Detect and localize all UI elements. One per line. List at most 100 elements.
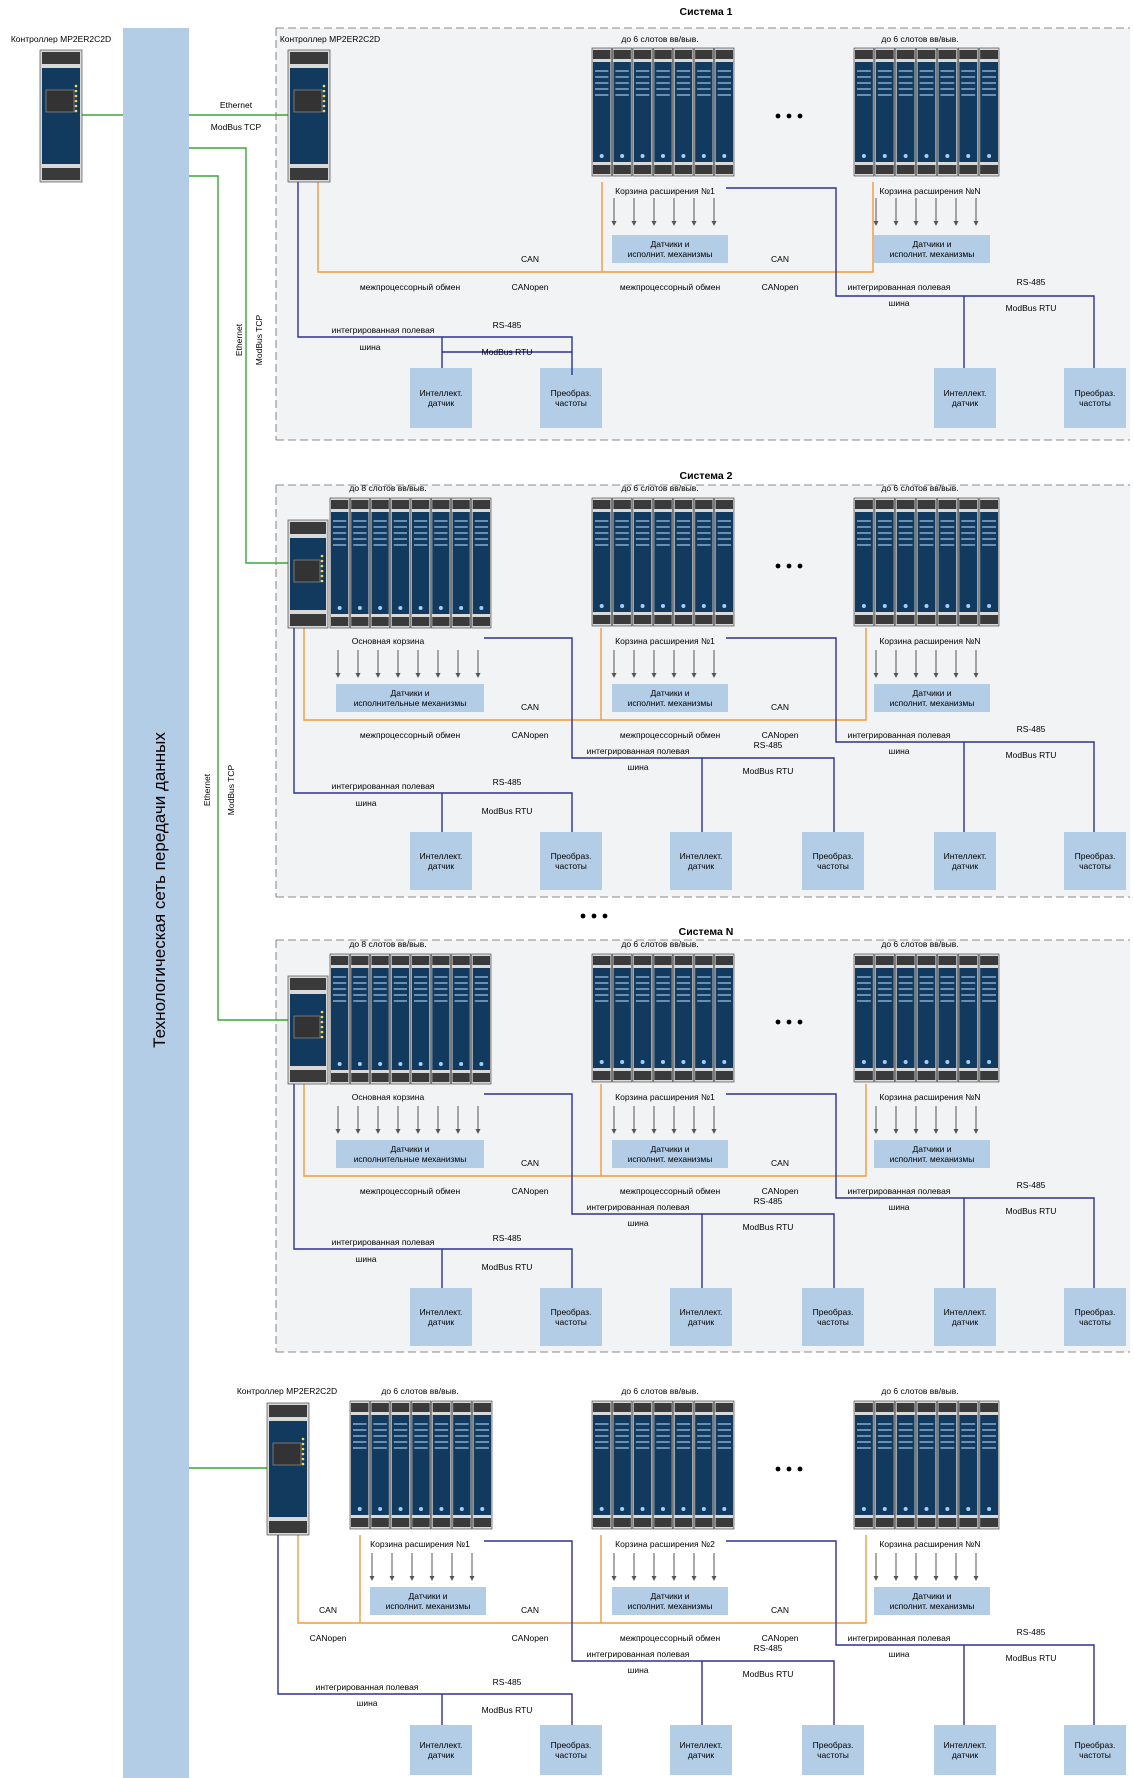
indicator-row [717,76,731,78]
indicator-row [333,982,347,984]
label-line: Преобраз. [1075,1307,1116,1317]
indicator-row [857,520,871,522]
controller-display [272,1442,302,1466]
rs485-label: RS-485 [1017,1180,1046,1190]
label-line: Датчики и [913,688,952,698]
terminal-block [959,1071,978,1080]
indicator-row [475,1447,489,1449]
slots-label: до 6 слотов вв/выв. [881,1386,958,1396]
status-led [924,1507,929,1511]
terminal-block [855,500,873,509]
indicator-row [898,1423,913,1425]
indicator-row [940,76,955,78]
module-front [980,512,998,612]
indicator-row [635,988,650,990]
status-led [882,604,887,608]
indicator-row [898,988,913,990]
label-line: Датчики и [391,688,430,698]
status-led [320,1030,324,1034]
controller-display [293,89,323,113]
terminal-block [472,1073,490,1082]
indicator-row [595,988,609,990]
indicator-row [919,1000,934,1002]
status-led [398,1062,403,1066]
device-box-label: Преобраз.частоты [813,1307,854,1327]
module-front [875,62,894,162]
terminal-block [715,165,733,174]
interproc-label: межпроцессорный обмен [620,1633,721,1643]
indicator-row [857,994,871,996]
indicator-row [676,538,691,540]
indicator-row [676,1441,691,1443]
terminal-block [412,617,430,626]
module-front [633,512,652,612]
io-arrowhead [671,673,677,678]
terminal-block [959,1518,978,1527]
module-front [674,1415,693,1515]
rack-name: Корзина расширения №N [879,636,980,646]
terminal-block [896,50,915,59]
indicator-row [961,520,976,522]
terminal-block [875,50,894,59]
io-arrowhead [671,1129,677,1134]
indicator-row [961,538,976,540]
terminal-block [980,1518,998,1527]
ellipsis-racks [797,113,803,119]
status-led [903,154,908,158]
status-led [320,569,324,573]
indicator-row [857,544,871,546]
label-line: частоты [555,1750,587,1760]
device-box [934,1288,996,1346]
indicator-row [635,520,650,522]
device-box [934,1725,996,1775]
label-line: датчик [952,1317,979,1327]
io-arrowhead [395,1129,401,1134]
label-line: Преобраз. [813,1740,854,1750]
io-box [336,1140,484,1168]
status-led [987,604,992,608]
status-led [701,154,706,158]
indicator-row [857,1447,871,1449]
terminal-block [715,500,733,509]
status-led [661,154,665,158]
fieldbus-label: интегрированная полевая [587,1649,690,1659]
status-led [378,606,383,610]
indicator-row [595,544,609,546]
io-arrowhead [711,221,717,226]
terminal-block [695,1518,713,1527]
io-box [612,1140,728,1168]
indicator-row [615,1441,629,1443]
indicator-row [595,1441,609,1443]
indicator-row [877,1435,892,1437]
indicator-row [697,94,711,96]
indicator-row [656,988,670,990]
indicator-row [414,982,428,984]
status-led [320,564,324,568]
terminal-block [875,500,894,509]
status-led [987,1507,992,1511]
module-front [412,512,430,614]
indicator-row [454,526,468,528]
ellipsis-racks [797,563,803,569]
io-arrowhead [913,1129,919,1134]
indicator-row [982,82,996,84]
device-box-label: Интеллект.датчик [420,388,463,408]
terminal-block [42,168,80,180]
status-led [480,1507,485,1511]
canopen-label: CANopen [310,1633,347,1643]
indicator-row [635,1435,650,1437]
io-arrowhead [933,673,939,678]
terminal-block [959,956,978,965]
status-led [320,554,324,558]
module-front [875,968,894,1068]
device-box [540,1725,602,1775]
indicator-row [877,1423,892,1425]
indicator-row [697,520,711,522]
indicator-row [353,988,367,990]
indicator-row [919,1447,934,1449]
indicator-row [919,538,934,540]
indicator-row [697,532,711,534]
top-left-controller-label: Контроллер MP2ER2C2D [11,34,111,44]
indicator-row [333,526,347,528]
